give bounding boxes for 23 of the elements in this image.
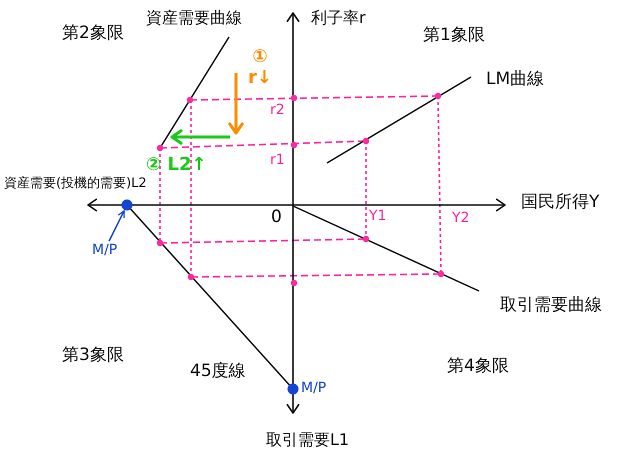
leader-line [108,210,125,242]
tick-label: r2 [270,102,285,118]
curve-label: 取引需要曲線 [500,296,602,316]
curve-label: 45度線 [190,362,246,382]
fraction-label: M/P [301,380,326,396]
tick-label: Y1 [369,208,386,224]
curve-label: 資産需要曲線 [146,9,242,28]
fraction-label: M/P [92,242,118,258]
tick-label: r1 [270,152,285,168]
dot-icon [122,200,132,210]
axis-label: 国民所得Y [521,193,600,213]
quadrant-label: 第4象限 [447,357,509,377]
quadrant-label: 第3象限 [62,346,124,366]
curve-label: LM曲線 [486,70,544,90]
origin-label: 0 [271,208,282,228]
quadrant-label: 第1象限 [423,26,485,46]
axis-label: 資産需要(投機的需要)L2 [4,177,147,192]
annotation-text: ② L2↑ [146,155,207,176]
axis-label: 取引需要L1 [266,431,350,450]
quadrant-label: 第2象限 [62,24,124,44]
axis-label: 利子率r [311,9,366,28]
tick-label: Y2 [452,210,470,226]
annotation-text: ① r↓ [247,47,273,88]
